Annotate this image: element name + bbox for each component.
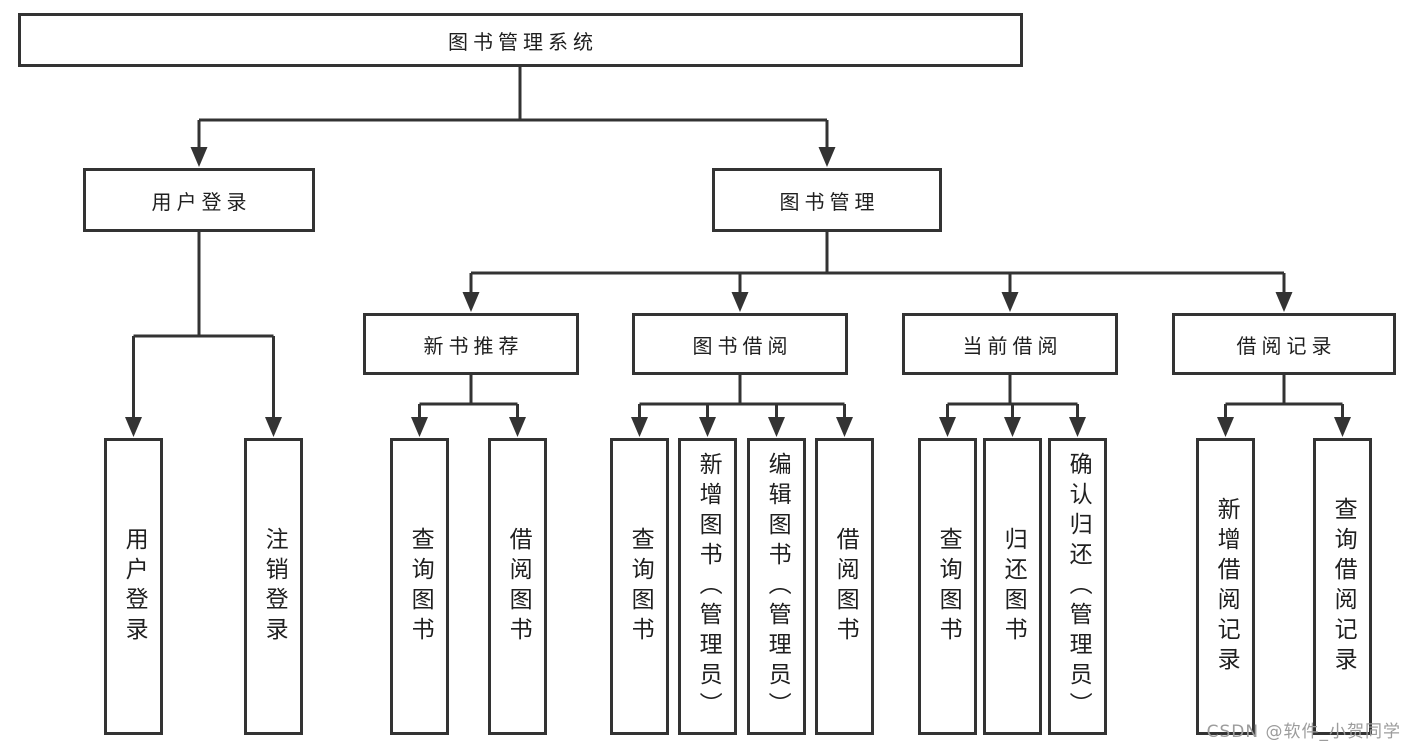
leaf-user-login: 用户登录: [104, 438, 163, 735]
leaf-borrow-books-2: 借阅图书: [815, 438, 874, 735]
leaf-confirm-return-admin: 确认归还（管理员）: [1048, 438, 1107, 735]
leaf-logout: 注销登录: [244, 438, 303, 735]
node-book-borrow: 图书借阅: [632, 313, 848, 375]
node-new-book-recommend: 新书推荐: [363, 313, 579, 375]
connector-root-to-level2: [190, 66, 836, 167]
connector-book-borrow-to-leaves: [631, 375, 853, 437]
node-label: 用户登录: [151, 189, 252, 214]
node-label: 当前借阅: [962, 333, 1063, 358]
leaf-edit-books-admin: 编辑图书（管理员）: [747, 438, 806, 735]
node-label: 查询图书: [935, 526, 962, 647]
leaf-query-books-3: 查询图书: [918, 438, 977, 735]
node-user-login-branch: 用户登录: [83, 168, 315, 232]
node-current-borrow: 当前借阅: [902, 313, 1118, 375]
node-label: 借阅图书: [832, 526, 859, 647]
leaf-return-books: 归还图书: [983, 438, 1042, 735]
leaf-add-books-admin: 新增图书（管理员）: [678, 438, 737, 735]
leaf-add-borrow-record: 新增借阅记录: [1196, 438, 1255, 735]
node-library-management-system: 图书管理系统: [18, 13, 1023, 67]
node-borrow-records: 借阅记录: [1172, 313, 1396, 375]
connector-book-management-to-level3: [462, 232, 1293, 312]
connector-current-borrow-to-leaves: [939, 375, 1086, 437]
node-label: 查询图书: [407, 526, 434, 647]
node-label: 图书借阅: [692, 333, 793, 358]
node-label: 归还图书: [1000, 526, 1027, 647]
connector-user-login-to-leaves: [125, 232, 282, 437]
node-label: 新增借阅记录: [1213, 496, 1240, 677]
node-label: 查询借阅记录: [1330, 496, 1357, 677]
connector-new-book-rec-to-leaves: [411, 375, 526, 437]
node-label: 查询图书: [627, 526, 654, 647]
node-book-management: 图书管理: [712, 168, 942, 232]
node-label: 借阅图书: [505, 526, 532, 647]
node-label: 用户登录: [121, 526, 148, 647]
csdn-watermark: CSDN @软件_小贺同学: [1206, 722, 1401, 742]
node-label: 确认归还（管理员）: [1065, 451, 1092, 722]
node-label: 编辑图书（管理员）: [764, 451, 791, 722]
node-label: 图书管理系统: [448, 29, 598, 54]
leaf-borrow-books-1: 借阅图书: [488, 438, 547, 735]
leaf-query-books-2: 查询图书: [610, 438, 669, 735]
node-label: 注销登录: [261, 526, 288, 647]
leaf-query-books-1: 查询图书: [390, 438, 449, 735]
connector-borrow-records-to-leaves: [1217, 375, 1351, 437]
node-label: 新书推荐: [423, 333, 524, 358]
node-label: 新增图书（管理员）: [695, 451, 722, 722]
node-label: 图书管理: [779, 189, 880, 214]
leaf-query-borrow-record: 查询借阅记录: [1313, 438, 1372, 735]
node-label: 借阅记录: [1236, 333, 1337, 358]
